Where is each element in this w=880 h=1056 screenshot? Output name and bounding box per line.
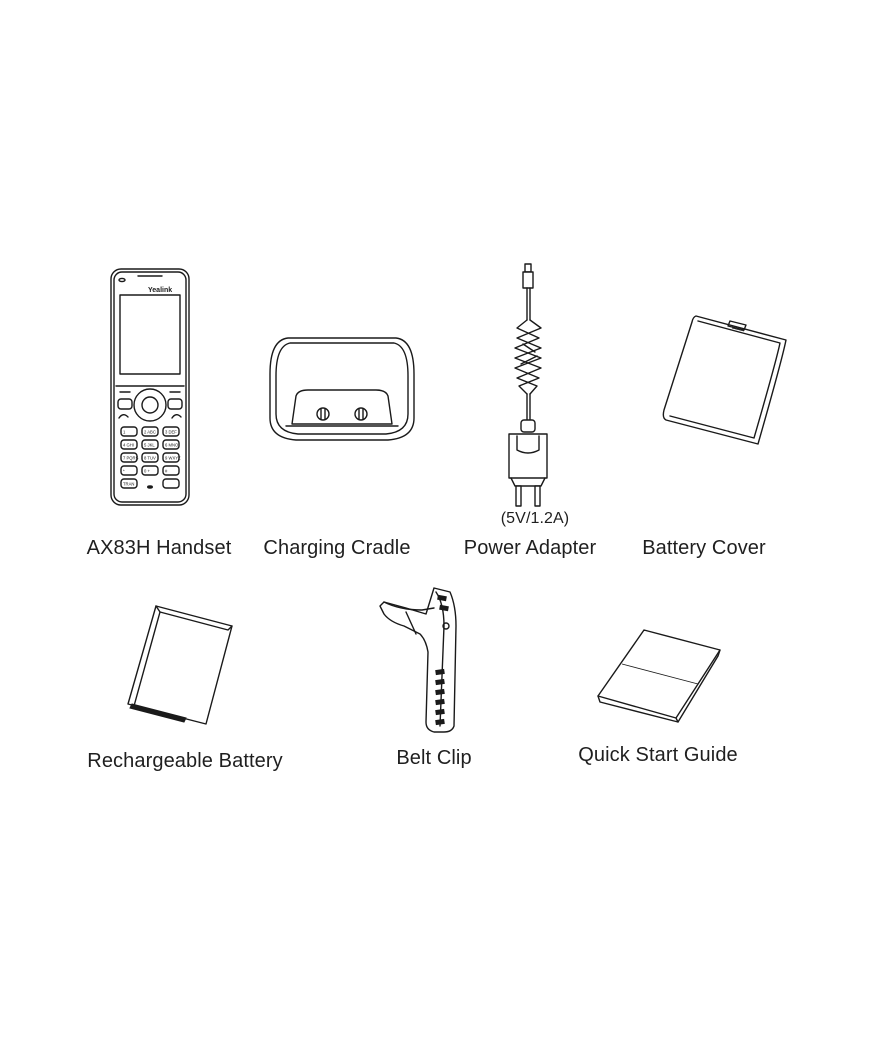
guide-illustration (594, 628, 722, 723)
handset-illustration: Yealink 1 2 ABC 3 DEF 4 GHI 5 JKL 6 MNO (108, 268, 192, 508)
clip-illustration (376, 586, 466, 734)
key-8: 8 TUV (144, 456, 156, 461)
item-label-clip: Belt Clip (396, 747, 472, 769)
key-3: 3 DEF (165, 430, 177, 435)
key-4: 4 GHI (123, 443, 134, 448)
key-2: 2 ABC (144, 430, 156, 435)
belt-clip-icon (379, 587, 457, 733)
handset-icon: Yealink 1 2 ABC 3 DEF 4 GHI 5 JKL 6 MNO (110, 268, 190, 506)
item-label-battery: Rechargeable Battery (87, 750, 283, 772)
item-label-guide: Quick Start Guide (578, 744, 738, 766)
item-label-cover: Battery Cover (642, 537, 766, 559)
cradle-illustration (268, 334, 416, 442)
cover-illustration (660, 312, 788, 448)
battery-illustration (124, 604, 236, 726)
key-9: 9 WXYZ (165, 456, 181, 461)
item-label-cradle: Charging Cradle (263, 537, 411, 559)
key-5: 5 JKL (144, 443, 155, 448)
key-0: 0 + (144, 469, 150, 474)
brand-text: Yealink (148, 287, 172, 294)
battery-cover-icon (662, 315, 787, 445)
item-label-adapter: Power Adapter (463, 537, 597, 559)
item-sublabel-adapter: (5V/1.2A) (500, 510, 570, 527)
key-transfer: TRAN (123, 482, 134, 487)
booklet-icon (597, 629, 721, 723)
power-adapter-icon (508, 263, 548, 507)
key-6: 6 MNO (165, 443, 179, 448)
key-star: * (123, 469, 125, 474)
item-label-handset: AX83H Handset (86, 537, 232, 559)
key-1: 1 (123, 430, 126, 435)
battery-icon (127, 605, 233, 725)
adapter-illustration (503, 263, 553, 508)
charging-cradle-icon (269, 337, 415, 441)
key-hash: # (165, 469, 168, 474)
key-7: 7 PQRS (123, 456, 139, 461)
